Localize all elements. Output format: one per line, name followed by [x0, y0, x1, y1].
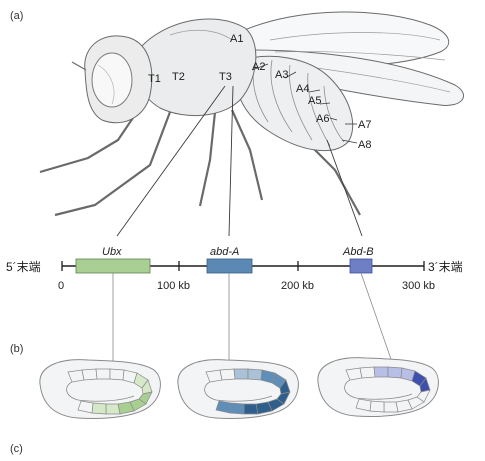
gene-label-ubx: Ubx — [102, 246, 122, 258]
panel-label-a: (a) — [10, 10, 23, 22]
segment-label-t3: T3 — [219, 71, 232, 83]
gene-box-abda — [207, 259, 252, 273]
embryo-abdb-segment — [384, 402, 398, 412]
gene-label-abdb: Abd-B — [342, 246, 374, 258]
panel-label-b: (b) — [10, 343, 23, 355]
segment-label-a2: A2 — [252, 61, 265, 73]
embryo-ubx-segment — [92, 403, 106, 414]
embryo-abdb-segment — [374, 367, 388, 377]
segment-label-a4: A4 — [296, 83, 309, 95]
segment-label-a1: A1 — [230, 33, 243, 45]
segment-label-t1: T1 — [148, 73, 161, 85]
segment-label-a5: A5 — [308, 95, 321, 107]
scale-tick-300: 300 kb — [402, 280, 435, 292]
embryo-abdb-segment — [388, 367, 402, 378]
three-prime-end-label: 3´末端 — [428, 260, 463, 274]
scale-tick-100: 100 kb — [157, 280, 190, 292]
embryo-abdb-segment — [370, 401, 384, 412]
gene-label-abda: abd-A — [210, 246, 239, 258]
embryo-abdb — [318, 358, 439, 417]
gene-box-ubx — [76, 259, 150, 273]
embryo-ubx — [40, 360, 161, 419]
segment-label-a6: A6 — [316, 113, 329, 125]
embryo-abda-segment — [234, 369, 248, 379]
embryo-ubx-segment — [96, 369, 110, 379]
scale-tick-200: 200 kb — [281, 280, 314, 292]
embryo-abda — [178, 360, 299, 419]
embryo-abda-segment — [230, 403, 244, 414]
five-prime-end-label: 5´末端 — [6, 260, 41, 274]
embryo-ubx-segment — [110, 369, 124, 380]
embryo-abdb-segment — [360, 367, 375, 378]
gene-box-abdb — [350, 259, 372, 273]
embryo-abda-segment — [220, 369, 235, 380]
fly-eye — [92, 53, 132, 107]
embryo-ubx-segment — [106, 404, 120, 414]
segment-label-a3: A3 — [275, 69, 288, 81]
embryo-ubx-segment — [82, 369, 97, 380]
embryo-abda-segment — [244, 404, 258, 414]
gene-to-embryo-connectors — [113, 273, 392, 362]
segment-label-t2: T2 — [172, 71, 185, 83]
panel-label-c: (c) — [10, 443, 23, 455]
fly-illustration — [40, 12, 464, 215]
segment-label-a7: A7 — [358, 119, 371, 131]
embryo-abda-segment — [248, 369, 262, 380]
scale-tick-0: 0 — [58, 280, 64, 292]
segment-label-a8: A8 — [358, 139, 371, 151]
